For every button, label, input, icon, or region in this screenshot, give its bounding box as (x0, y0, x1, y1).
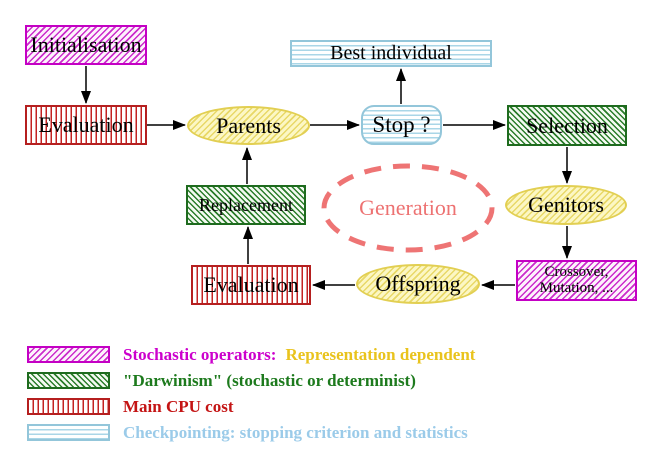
node-crossover-mutation: Crossover, Mutation, ... (516, 260, 637, 301)
legend-swatch-magenta-hatch-icon (27, 346, 110, 363)
node-selection-label: Selection (526, 112, 608, 138)
node-stop: Stop ? (361, 105, 442, 145)
node-parents: Parents (187, 106, 310, 145)
node-genitors: Genitors (505, 185, 627, 225)
legend-label-cpu-cost: Main CPU cost (123, 396, 234, 416)
node-evaluation-bottom: Evaluation (191, 265, 311, 305)
node-initialisation-label: Initialisation (30, 32, 142, 58)
node-offspring-label: Offspring (375, 271, 461, 297)
node-initialisation: Initialisation (25, 25, 147, 65)
node-parents-label: Parents (216, 112, 281, 138)
node-offspring: Offspring (356, 264, 480, 304)
node-selection: Selection (507, 105, 627, 146)
node-evaluation-top: Evaluation (25, 105, 147, 145)
node-crossover-label: Crossover, (544, 263, 609, 280)
node-replacement-label: Replacement (199, 194, 293, 215)
legend-label-darwinism: "Darwinism" (stochastic or determinist) (123, 370, 416, 390)
legend-label-checkpointing: Checkpointing: stopping criterion and st… (123, 422, 468, 442)
node-genitors-label: Genitors (528, 192, 604, 218)
node-replacement: Replacement (186, 185, 306, 225)
legend-row-darwinism: "Darwinism" (stochastic or determinist) (27, 370, 416, 390)
node-stop-label: Stop ? (372, 111, 431, 137)
node-best-individual: Best individual (290, 40, 492, 67)
legend-text-stochastic-operators: Stochastic operators: Representation depe… (123, 345, 475, 365)
legend-row-stochastic-operators: Stochastic operators: Representation depe… (27, 345, 475, 365)
legend-label-representation: Representation dependent (285, 344, 476, 364)
node-evaluation-bottom-label: Evaluation (203, 272, 299, 298)
node-evaluation-top-label: Evaluation (38, 112, 134, 138)
node-best-individual-label: Best individual (330, 42, 452, 64)
legend-row-checkpointing: Checkpointing: stopping criterion and st… (27, 422, 468, 442)
legend-row-cpu-cost: Main CPU cost (27, 396, 234, 416)
legend-swatch-red-lines-icon (27, 398, 110, 415)
node-mutation-label: Mutation, ... (539, 279, 614, 296)
generation-label: Generation (359, 195, 457, 220)
legend-label-stochastic: Stochastic operators: (123, 344, 277, 364)
legend-swatch-cyan-lines-icon (27, 424, 110, 441)
legend-swatch-green-hatch-icon (27, 372, 110, 389)
